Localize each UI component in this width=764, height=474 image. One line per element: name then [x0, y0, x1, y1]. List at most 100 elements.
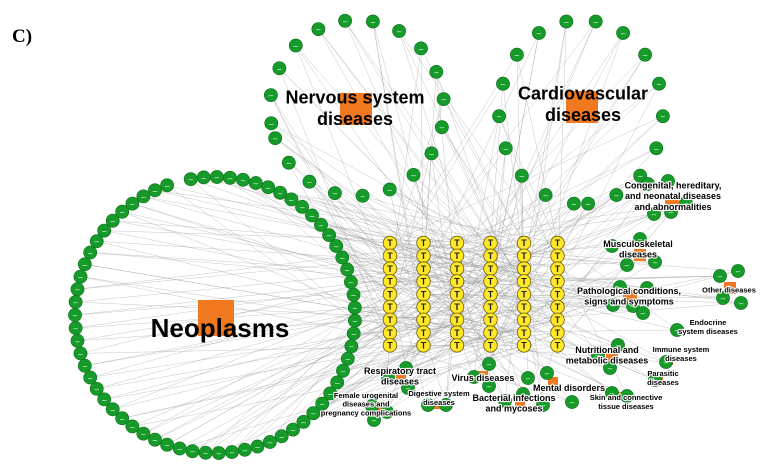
- svg-text:–: –: [641, 309, 646, 318]
- network-edge: [389, 148, 657, 295]
- gene-node: –: [346, 287, 361, 302]
- gene-node: –: [436, 92, 451, 106]
- network-edge: [90, 252, 424, 282]
- gene-node: –: [647, 207, 661, 221]
- gene-node: –: [567, 196, 581, 211]
- svg-text:–: –: [631, 302, 636, 311]
- gene-node: –: [606, 298, 620, 312]
- network-edge: [420, 48, 525, 244]
- gene-node: –: [496, 76, 510, 91]
- gene-node: –: [68, 308, 82, 322]
- gene-node: –: [521, 371, 535, 385]
- gene-node: –: [302, 174, 317, 189]
- gene-node: –: [401, 381, 415, 395]
- svg-text:T: T: [488, 264, 494, 274]
- target-node: T: [449, 287, 465, 302]
- network-edge: [423, 83, 660, 269]
- network-edge: [523, 21, 567, 269]
- target-node: T: [550, 325, 565, 340]
- svg-text:–: –: [596, 351, 601, 360]
- gene-node: –: [97, 223, 112, 238]
- network-edge: [490, 32, 624, 282]
- svg-text:–: –: [153, 436, 158, 445]
- gene-node: –: [209, 170, 224, 184]
- svg-text:–: –: [110, 217, 115, 226]
- network-edge: [322, 294, 491, 404]
- gene-node: –: [198, 445, 213, 460]
- target-node: T: [516, 261, 532, 276]
- gene-node: –: [439, 398, 453, 412]
- gene-node: –: [236, 172, 250, 187]
- svg-text:T: T: [387, 238, 393, 248]
- target-node: T: [382, 261, 398, 276]
- gene-node: –: [284, 192, 299, 207]
- svg-text:T: T: [387, 315, 393, 325]
- disease-label-mental: Mental disorders: [533, 383, 605, 393]
- svg-text:T: T: [521, 341, 527, 351]
- network-edge: [303, 332, 558, 423]
- disease-node-other: [724, 282, 736, 294]
- disease-node-nutritional: [606, 350, 618, 362]
- gene-node: –: [679, 196, 693, 210]
- svg-text:T: T: [387, 251, 393, 261]
- svg-text:–: –: [269, 119, 274, 128]
- svg-text:–: –: [353, 317, 358, 326]
- svg-text:–: –: [739, 299, 744, 308]
- gene-node: –: [414, 41, 428, 56]
- target-node: T: [550, 261, 565, 276]
- target-node: T: [416, 248, 431, 264]
- svg-text:–: –: [638, 172, 643, 181]
- target-node: T: [550, 274, 565, 289]
- gene-node: –: [620, 258, 634, 272]
- svg-text:–: –: [664, 358, 669, 367]
- target-node: T: [550, 248, 565, 264]
- svg-text:T: T: [555, 264, 561, 274]
- disease-label-other: Other diseases: [702, 286, 756, 295]
- gene-node: –: [274, 429, 289, 444]
- svg-text:–: –: [406, 384, 411, 393]
- svg-text:–: –: [254, 179, 259, 188]
- svg-text:–: –: [652, 210, 657, 219]
- svg-text:–: –: [75, 285, 80, 294]
- target-node: T: [416, 274, 431, 289]
- gene-node: –: [498, 141, 513, 156]
- gene-node: –: [498, 394, 512, 408]
- network-edge: [373, 242, 491, 421]
- svg-text:T: T: [555, 277, 561, 287]
- svg-text:–: –: [666, 177, 671, 186]
- network-edge: [84, 306, 424, 366]
- gene-node: –: [305, 208, 319, 223]
- network-edge: [309, 181, 391, 308]
- target-node: T: [382, 312, 398, 328]
- network-edge: [557, 264, 628, 320]
- gene-node: –: [382, 182, 397, 197]
- gene-node: –: [565, 395, 579, 409]
- svg-text:T: T: [488, 289, 494, 299]
- gene-node: –: [516, 387, 530, 401]
- network-edge: [389, 148, 506, 308]
- svg-text:–: –: [564, 18, 569, 27]
- gene-node: –: [281, 155, 296, 170]
- network-edge: [441, 127, 558, 320]
- svg-text:–: –: [340, 254, 345, 263]
- svg-text:T: T: [421, 328, 427, 338]
- gene-node: –: [327, 186, 342, 200]
- svg-text:T: T: [488, 302, 494, 312]
- disease-label-congenital: Congenital, hereditary,and neonatal dise…: [625, 181, 722, 212]
- svg-text:–: –: [669, 208, 674, 217]
- gene-node: –: [70, 333, 85, 348]
- gene-node: –: [125, 419, 140, 434]
- gene-node: –: [224, 445, 239, 459]
- gene-node: –: [648, 255, 662, 269]
- gene-node: –: [237, 442, 252, 457]
- svg-text:–: –: [654, 144, 659, 153]
- network-edge: [423, 202, 687, 244]
- gene-node: –: [268, 131, 283, 145]
- target-node: T: [382, 248, 398, 264]
- target-node: T: [449, 248, 465, 264]
- gene-node: –: [125, 196, 140, 211]
- svg-text:–: –: [277, 64, 282, 73]
- network-edge: [192, 268, 525, 452]
